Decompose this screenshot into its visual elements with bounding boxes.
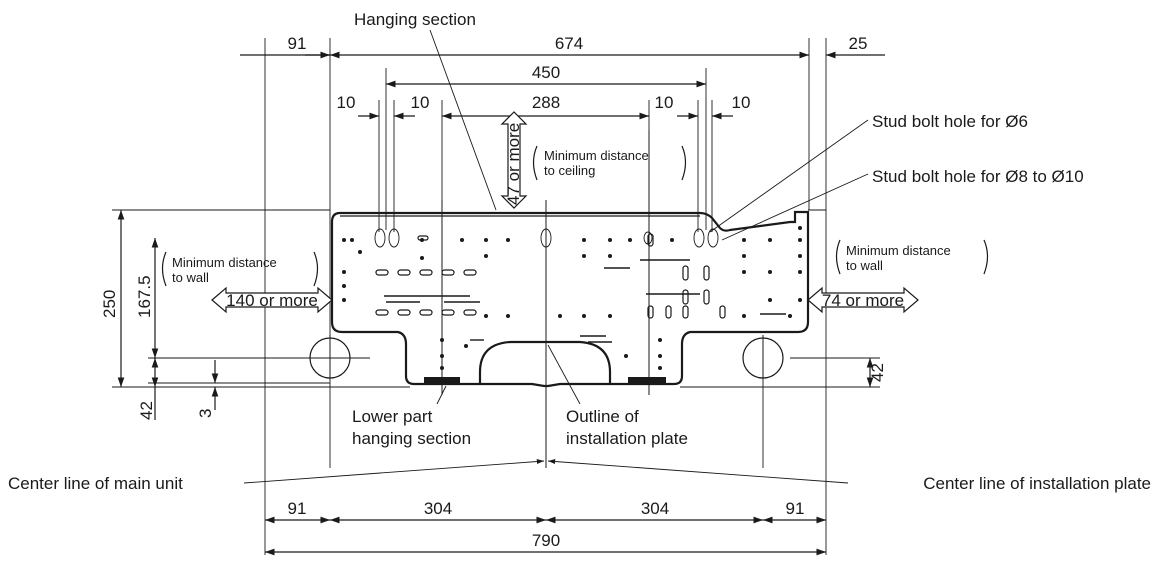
label-lower-part-1: Lower part: [352, 407, 433, 426]
dim-bottom-left-gap: 91: [288, 499, 307, 518]
note-wall-left-line2: to wall: [172, 270, 209, 285]
dim-small-gap: 3: [196, 409, 215, 418]
label-outline-2: installation plate: [566, 429, 688, 448]
dim-right-gap: 25: [849, 34, 868, 53]
installation-plate: [309, 210, 810, 388]
left-dimensions: 250 167.5 42 3: [100, 210, 330, 420]
label-stud-bolt-6: Stud bolt hole for Ø6: [872, 112, 1028, 131]
dim-unit-width: 674: [555, 34, 583, 53]
dim-left-half: 304: [424, 499, 452, 518]
labels-bottom: Lower part hanging section Outline of in…: [8, 344, 1151, 493]
center-lines: [329, 130, 764, 468]
label-lower-part-2: hanging section: [352, 429, 471, 448]
right-dimensions: 42: [866, 358, 887, 387]
note-ceiling: Minimum distance to ceiling: [532, 145, 687, 181]
note-ceiling-line1: Minimum distance: [544, 148, 649, 163]
note-wall-left-line1: Minimum distance: [172, 255, 277, 270]
dim-total-height: 250: [100, 290, 119, 318]
note-wall-right: Minimum distance to wall: [835, 239, 989, 275]
dim-inner-span: 288: [532, 93, 560, 112]
label-outline-1: Outline of: [566, 407, 639, 426]
dim-bottom-right-gap: 91: [786, 499, 805, 518]
bottom-dimensions: 91 304 304 91 790: [265, 499, 826, 556]
dim-wall-right: 74 or more: [822, 291, 904, 310]
label-center-plate: Center line of installation plate: [923, 474, 1151, 493]
dim-hole-span: 450: [532, 63, 560, 82]
labels-top: Hanging section Stud bolt hole for Ø6 St…: [354, 10, 1084, 241]
dim-bottom-right: 42: [868, 363, 887, 382]
dim-hole-offset-right-b: 10: [732, 93, 751, 112]
dim-left-gap: 91: [288, 34, 307, 53]
wall-right-arrow: 74 or more: [807, 286, 919, 314]
dim-total-width: 790: [532, 531, 560, 550]
note-wall-left: Minimum distance to wall: [161, 251, 319, 287]
dim-bottom-left: 42: [137, 401, 156, 420]
dim-wall-left: 140 or more: [226, 291, 318, 310]
label-stud-bolt-8-10: Stud bolt hole for Ø8 to Ø10: [872, 167, 1084, 186]
dim-hole-offset-right-a: 10: [655, 93, 674, 112]
label-hanging-section: Hanging section: [354, 10, 476, 29]
dim-plate-height: 167.5: [135, 275, 154, 318]
dim-ceiling-distance: 47 or more: [504, 123, 523, 205]
label-center-main: Center line of main unit: [8, 474, 183, 493]
top-dimensions: 91 674 25 450 10 10 288 10 10: [240, 34, 885, 120]
note-ceiling-line2: to ceiling: [544, 163, 595, 178]
dim-hole-offset-left-b: 10: [411, 93, 430, 112]
dim-right-half: 304: [641, 499, 669, 518]
wall-left-arrow: 140 or more: [211, 286, 333, 314]
note-wall-right-line2: to wall: [846, 258, 883, 273]
dim-hole-offset-left-a: 10: [337, 93, 356, 112]
note-wall-right-line1: Minimum distance: [846, 243, 951, 258]
ceiling-distance-arrow: 47 or more: [500, 111, 528, 209]
